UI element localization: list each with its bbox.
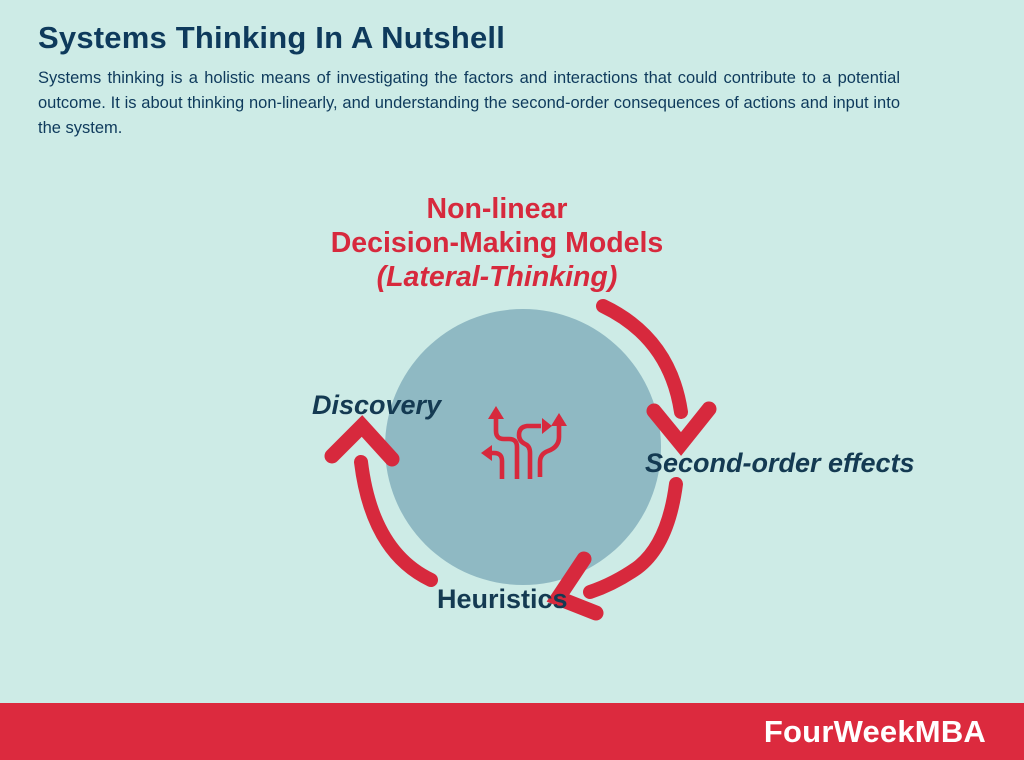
brand-logo-text: FourWeekMBA [763, 713, 986, 749]
intro-paragraph: Systems thinking is a holistic means of … [38, 69, 900, 137]
header: Systems Thinking In A Nutshell Systems t… [38, 20, 964, 141]
cycle-arrow-left [324, 415, 438, 587]
brand-bar: FourWeekMBA [0, 703, 1024, 760]
cycle-label-second-order-effects: Second-order effects [645, 448, 915, 478]
cycle-label-discovery: Discovery [312, 390, 442, 420]
diagram-heading-line2: Decision-Making Models [330, 227, 664, 259]
diagram-heading-line1: Non-linear [426, 193, 568, 225]
cycle-label-heuristics: Heuristics [437, 584, 568, 614]
branching-arrows-icon [481, 406, 567, 479]
diagram-heading-line3: (Lateral-Thinking) [376, 261, 618, 293]
page-title: Systems Thinking In A Nutshell [38, 20, 506, 55]
diagram-heading: Non-linear Decision-Making Models (Later… [187, 192, 807, 294]
cycle-arrow-top-right [596, 299, 717, 456]
cycle-arrow-bottom-right [546, 477, 683, 621]
cycle-circle [385, 309, 661, 585]
